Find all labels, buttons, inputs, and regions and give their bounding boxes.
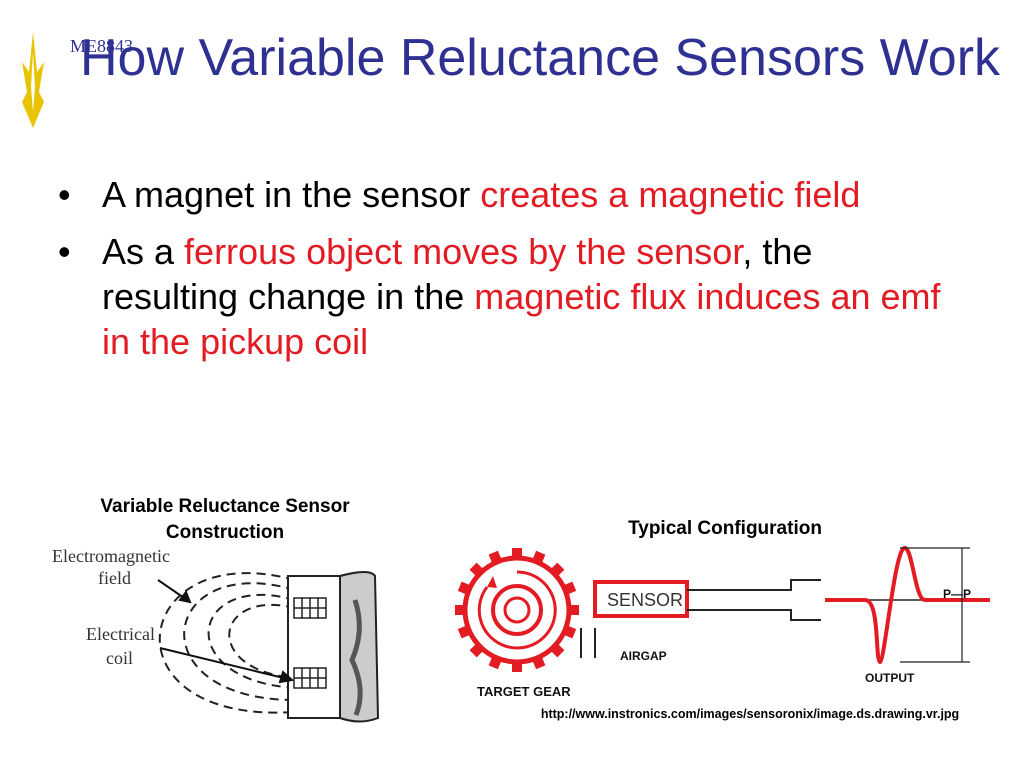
configuration-caption: Typical Configuration (628, 518, 822, 539)
sensor-label: SENSOR (607, 590, 683, 610)
emphasis-text: magnetic flux induces an emf in the pick… (102, 276, 941, 362)
bullet-text: As a (102, 231, 185, 272)
construction-diagram: Electromagnetic field Electrical coil (52, 546, 380, 723)
source-url[interactable]: http://www.instronics.com/images/sensoro… (540, 707, 960, 721)
target-gear-label: TARGET GEAR (477, 684, 571, 699)
flame-logo-icon (22, 32, 44, 128)
construction-caption: Variable Reluctance Sensor Construction (100, 496, 350, 543)
airgap-label: AIRGAP (620, 649, 667, 663)
course-code: ME8843 (70, 36, 133, 56)
output-label: OUTPUT (865, 671, 915, 685)
pp-label: P—P (943, 587, 971, 601)
label-field-line2: field (98, 568, 131, 588)
label-coil-line2: coil (106, 648, 133, 668)
bullet-item: As a ferrous object moves by the sensor,… (58, 229, 958, 364)
emphasis-text: ferrous object moves by the sensor (184, 231, 743, 272)
target-gear-icon (455, 548, 579, 672)
bullet-list: A magnet in the sensor creates a magneti… (58, 172, 958, 376)
label-field-line1: Electromagnetic (52, 546, 170, 566)
slide-title: How Variable Reluctance Sensors Work (79, 29, 1001, 87)
bullet-item: A magnet in the sensor creates a magneti… (58, 172, 958, 217)
label-coil-line1: Electrical (86, 624, 155, 644)
sensor-box (593, 580, 689, 618)
emphasis-text: creates a magnetic field (480, 174, 861, 215)
bullet-text: A magnet in the sensor (102, 174, 481, 215)
configuration-diagram: TARGET GEAR SENSOR AIRGAP P—P OUTPUT (455, 545, 990, 699)
bullet-text: , the resulting change in the (102, 231, 813, 317)
